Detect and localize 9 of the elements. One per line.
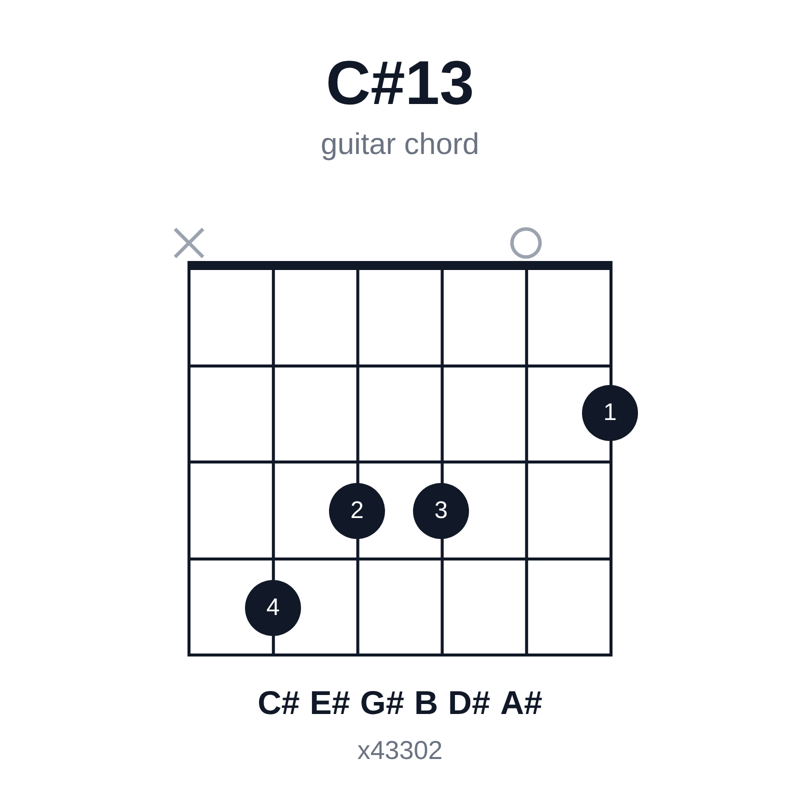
subtitle: guitar chord <box>320 128 480 162</box>
chord-title: C#13 <box>324 48 476 120</box>
note-name: C# <box>258 684 300 722</box>
note-name: A# <box>500 684 542 722</box>
note-name: B <box>414 684 438 722</box>
note-name: E# <box>310 684 350 722</box>
note-name: D# <box>448 684 490 722</box>
note-name: G# <box>360 684 404 722</box>
fingering-code: x43302 <box>356 735 444 765</box>
